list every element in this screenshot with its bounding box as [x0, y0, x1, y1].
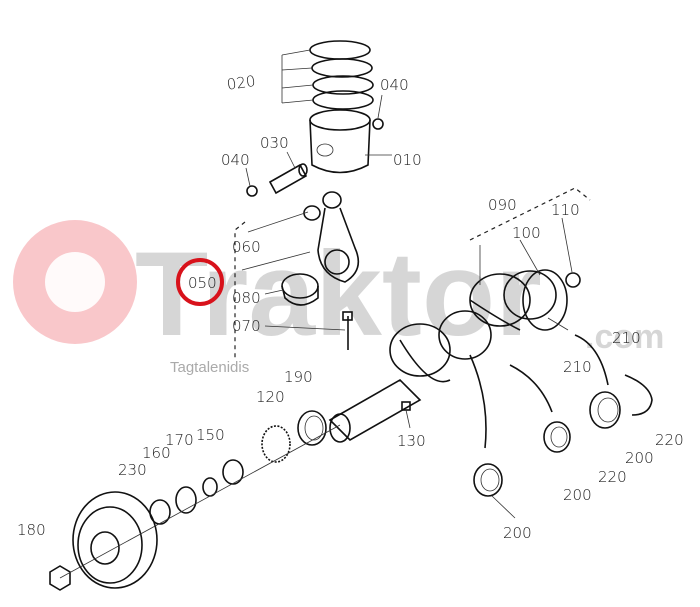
label-210[interactable]: 210	[612, 329, 641, 347]
watermark-brand: Traktor	[135, 227, 542, 361]
highlight-circle-050	[176, 258, 224, 306]
label-160[interactable]: 160	[142, 444, 171, 462]
leader-lines	[245, 94, 573, 519]
label-100[interactable]: 100	[512, 224, 541, 242]
rod-assembly-bracket	[234, 221, 246, 360]
label-190[interactable]: 190	[284, 368, 313, 386]
label-010[interactable]: 010	[393, 151, 422, 169]
piston-pin	[268, 151, 308, 195]
label-180[interactable]: 180	[17, 521, 46, 539]
label-060[interactable]: 060	[232, 238, 261, 256]
piston	[309, 109, 392, 174]
label-040[interactable]: 040	[221, 151, 250, 169]
label-170[interactable]: 170	[165, 431, 194, 449]
front-parts	[49, 410, 341, 591]
watermark-tagline: Tagtalenidis	[170, 359, 249, 376]
watermark-suffix: .com	[585, 318, 664, 356]
label-040[interactable]: 040	[380, 76, 409, 94]
label-120[interactable]: 120	[256, 388, 285, 406]
label-110[interactable]: 110	[551, 201, 580, 219]
label-230[interactable]: 230	[118, 461, 147, 479]
connecting-rod	[281, 191, 360, 350]
label-050[interactable]: 050	[188, 274, 217, 292]
circlip	[372, 118, 384, 130]
label-200[interactable]: 200	[503, 524, 532, 542]
label-070[interactable]: 070	[232, 317, 261, 335]
main-bearings	[473, 374, 653, 497]
install-arrows	[469, 334, 609, 449]
part-labels: 020 040 030 010 040 090 110 100 060 050 …	[17, 72, 684, 542]
circlip	[246, 185, 258, 197]
label-220[interactable]: 220	[655, 431, 684, 449]
label-030[interactable]: 030	[260, 134, 289, 152]
label-090[interactable]: 090	[488, 196, 517, 214]
label-200[interactable]: 200	[563, 486, 592, 504]
label-020[interactable]: 020	[226, 72, 257, 94]
label-080[interactable]: 080	[232, 289, 261, 307]
label-150[interactable]: 150	[196, 426, 225, 444]
label-130[interactable]: 130	[397, 432, 426, 450]
label-220[interactable]: 220	[598, 468, 627, 486]
label-210[interactable]: 210	[563, 358, 592, 376]
piston-rings	[281, 40, 374, 110]
crankshaft	[328, 187, 591, 443]
label-200[interactable]: 200	[625, 449, 654, 467]
